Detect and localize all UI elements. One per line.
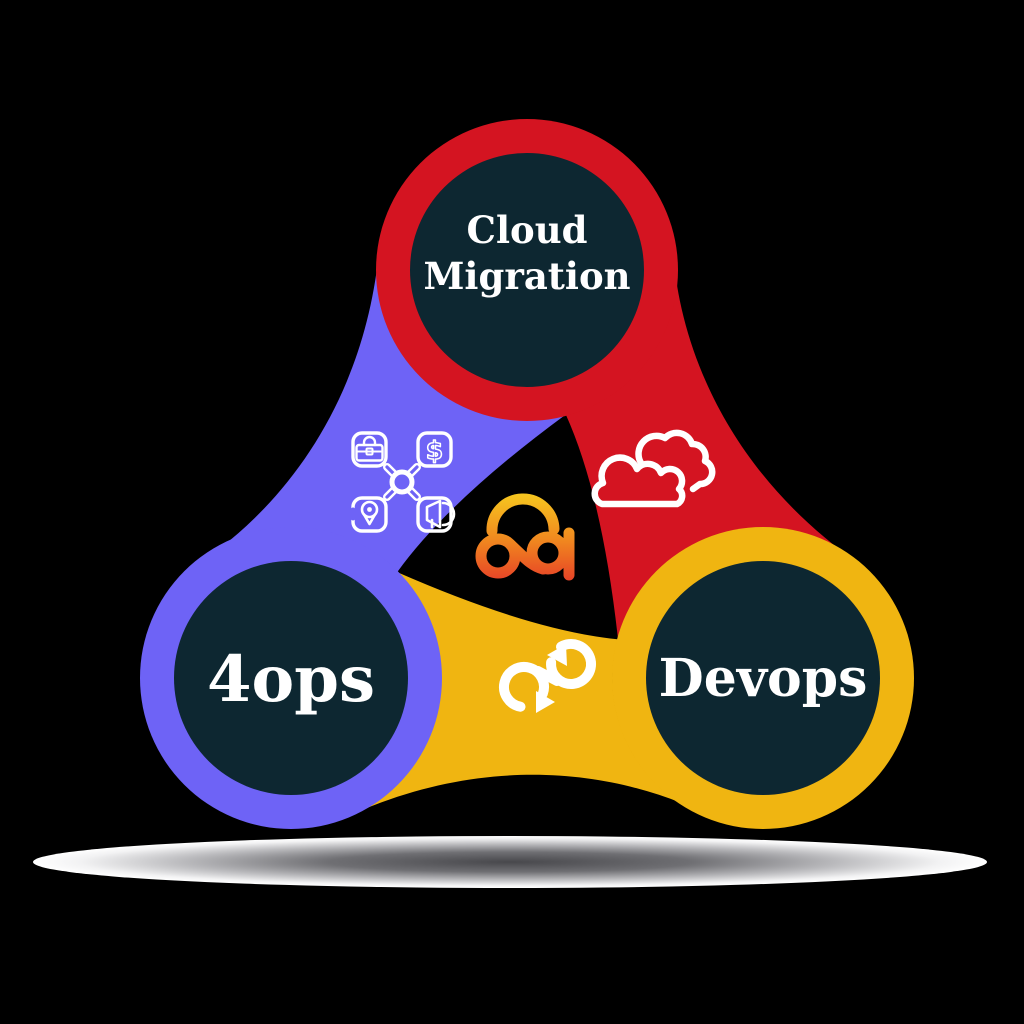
cloud-a-logo (475, 493, 575, 581)
location-pin-icon (360, 500, 379, 526)
briefcase-icon (355, 435, 384, 462)
megaphone-tile (416, 496, 453, 533)
devops-loop-icon (499, 639, 596, 713)
devops-label: Devops (659, 648, 868, 709)
back-cloud-shape (635, 429, 716, 493)
cloud-migration-label-line1: Cloud (467, 208, 588, 252)
business-hub-icon: $ (350, 431, 456, 533)
loop-arrow-left (547, 644, 567, 666)
logo-top-arc (486, 493, 560, 537)
fourops-node (174, 561, 408, 795)
logo-a-bowl (526, 531, 570, 575)
double-cloud-icon (591, 429, 716, 508)
loop-arrow-right (536, 691, 555, 713)
cloud-migration-node (410, 153, 644, 387)
dollar-tile (416, 431, 453, 468)
devops-node (646, 561, 880, 795)
node-labels: Cloud Migration 4ops Devops (207, 208, 867, 717)
ground-shadow (33, 836, 987, 888)
fourops-label: 4ops (207, 642, 375, 717)
front-cloud-shape (591, 454, 686, 508)
briefcase-tile (351, 431, 388, 468)
megaphone-icon (425, 499, 456, 529)
dollar-icon: $ (426, 436, 443, 465)
hub-center-ring (389, 469, 415, 495)
loop-connector (533, 666, 562, 686)
loop-left-arc (499, 662, 549, 712)
cloud-migration-label-line2: Migration (423, 254, 630, 298)
